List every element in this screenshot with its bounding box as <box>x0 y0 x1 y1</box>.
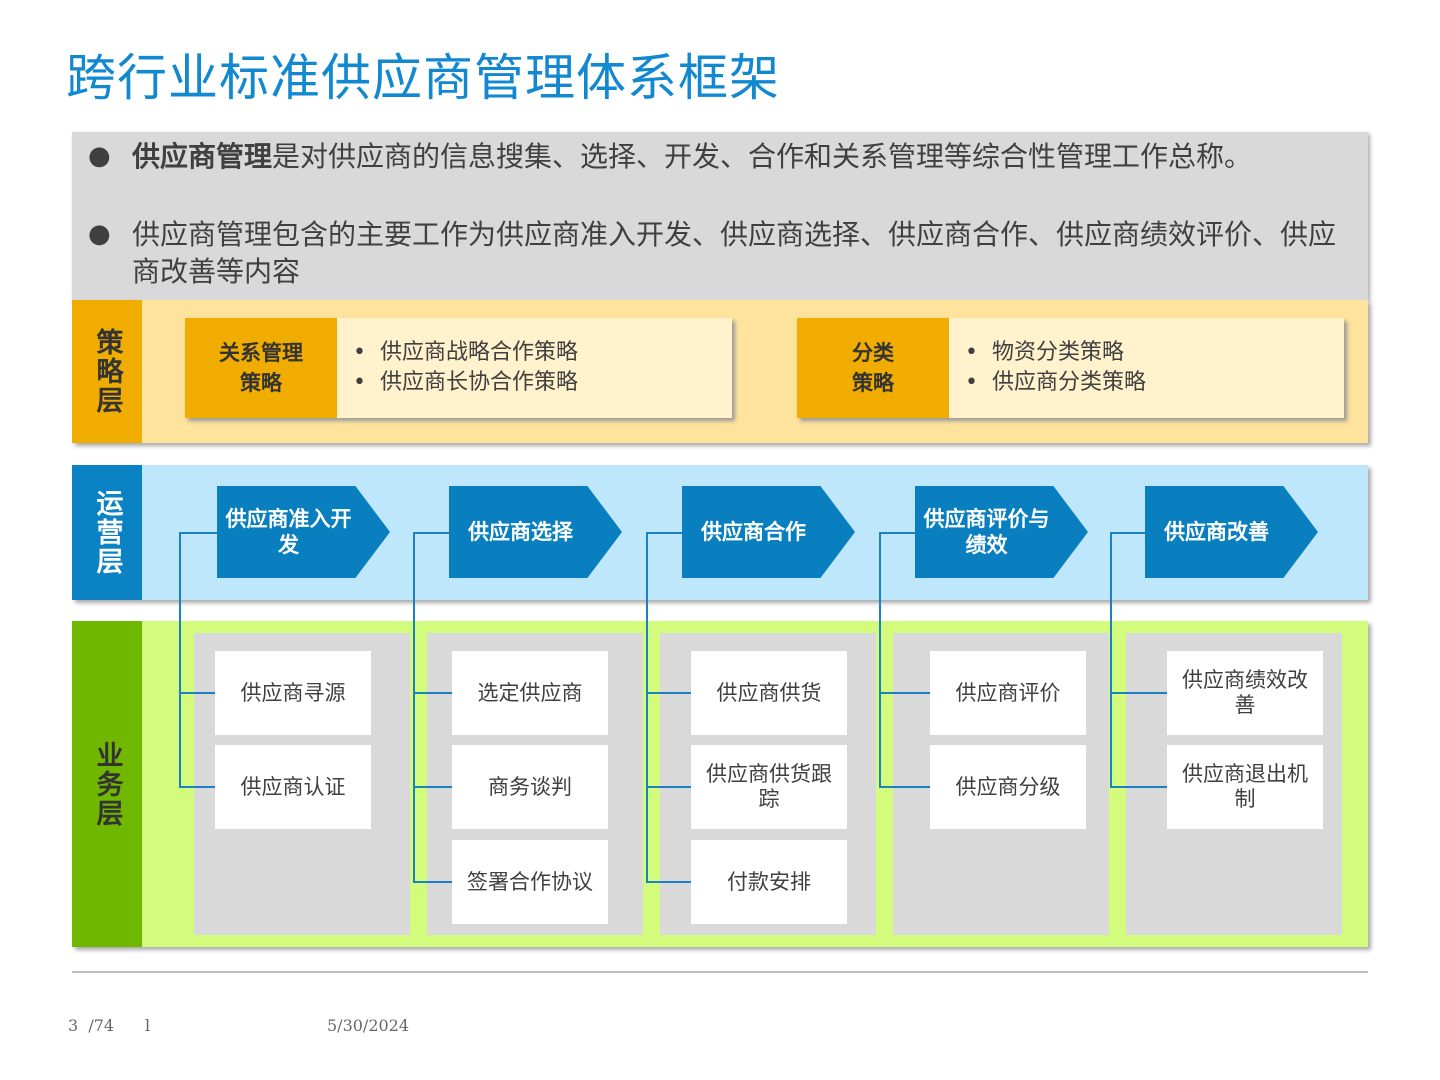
footer-divider <box>72 971 1368 973</box>
operations-label: 运营层 <box>72 465 142 600</box>
bullet-text: 是对供应商的信息搜集、选择、开发、合作和关系管理等综合性管理工作总称。 <box>272 140 1253 173</box>
connector-line <box>1110 532 1112 787</box>
business-task-box: 供应商退出机制 <box>1167 745 1323 829</box>
footer-date: 5/30/2024 <box>327 1016 410 1035</box>
connector-line <box>179 692 215 694</box>
page-title: 跨行业标准供应商管理体系框架 <box>66 49 780 107</box>
business-label: 业务层 <box>72 621 142 947</box>
connector-line <box>413 692 452 694</box>
connector-line <box>413 786 452 788</box>
business-task-label: 选定供应商 <box>477 680 583 705</box>
business-task-box: 选定供应商 <box>452 651 608 735</box>
bullet-icon: ● <box>88 219 111 249</box>
business-task-label: 供应商供货 <box>716 680 822 705</box>
business-task-label: 商务谈判 <box>488 774 572 799</box>
process-step-chevron: 供应商合作 <box>682 486 855 578</box>
page-number: 3 /74 <box>68 1016 114 1035</box>
footer-mark: l <box>145 1016 151 1035</box>
page-current: 3 <box>68 1016 79 1035</box>
business-task-box: 供应商认证 <box>215 745 371 829</box>
process-step-label: 供应商合作 <box>701 520 806 544</box>
business-task-label: 供应商绩效改善 <box>1182 668 1308 717</box>
business-task-label: 供应商认证 <box>240 774 346 799</box>
business-task-box: 签署合作协议 <box>452 840 608 924</box>
business-task-box: 供应商寻源 <box>215 651 371 735</box>
connector-line <box>179 532 181 787</box>
business-task-box: 付款安排 <box>691 840 847 924</box>
business-task-label: 供应商退出机制 <box>1182 762 1308 811</box>
business-task-box: 供应商分级 <box>930 745 1086 829</box>
process-step-label: 供应商评价与绩效 <box>923 507 1050 557</box>
strategy-item: 供应商长协合作策略 <box>353 368 578 398</box>
business-task-box: 供应商绩效改善 <box>1167 651 1323 735</box>
connector-line <box>413 532 449 534</box>
connector-line <box>1110 532 1145 534</box>
business-task-box: 商务谈判 <box>452 745 608 829</box>
page-total: /74 <box>88 1016 115 1035</box>
business-task-box: 供应商供货跟踪 <box>691 745 847 829</box>
connector-line <box>413 881 452 883</box>
business-task-label: 付款安排 <box>727 869 811 894</box>
business-task-box: 供应商评价 <box>930 651 1086 735</box>
intro-box: ● 供应商管理是对供应商的信息搜集、选择、开发、合作和关系管理等综合性管理工作总称… <box>72 132 1368 300</box>
process-step-chevron: 供应商评价与绩效 <box>915 486 1088 578</box>
process-step-chevron: 供应商改善 <box>1145 486 1318 578</box>
strategy-item: 供应商分类策略 <box>965 368 1146 398</box>
connector-line <box>1110 692 1167 694</box>
process-step-label: 供应商选择 <box>468 520 573 544</box>
bold-term: 供应商管理 <box>132 140 273 173</box>
business-task-label: 签署合作协议 <box>467 869 593 894</box>
strategy-box: 分类策略 物资分类策略供应商分类策略 <box>797 318 1344 418</box>
business-task-label: 供应商评价 <box>955 680 1061 705</box>
connector-line <box>179 532 217 534</box>
process-step-label: 供应商改善 <box>1164 520 1269 544</box>
connector-line <box>413 532 415 882</box>
intro-bullet-1: ● 供应商管理是对供应商的信息搜集、选择、开发、合作和关系管理等综合性管理工作总称… <box>88 138 1362 175</box>
connector-line <box>879 532 881 787</box>
business-task-box: 供应商供货 <box>691 651 847 735</box>
connector-line <box>646 532 648 882</box>
business-task-label: 供应商分级 <box>955 774 1061 799</box>
connector-line <box>646 786 691 788</box>
process-step-label: 供应商准入开发 <box>225 507 352 557</box>
strategy-box-head: 分类策略 <box>797 318 949 418</box>
bullet-text: 供应商管理包含的主要工作为供应商准入开发、供应商选择、供应商合作、供应商绩效评价… <box>132 218 1337 288</box>
strategy-box: 关系管理策略 供应商战略合作策略供应商长协合作策略 <box>185 318 732 418</box>
connector-line <box>646 532 682 534</box>
strategy-item: 供应商战略合作策略 <box>353 338 578 368</box>
connector-line <box>879 532 915 534</box>
strategy-item: 物资分类策略 <box>965 338 1146 368</box>
process-step-chevron: 供应商准入开发 <box>217 486 390 578</box>
connector-line <box>1110 786 1167 788</box>
strategy-box-head: 关系管理策略 <box>185 318 337 418</box>
connector-line <box>879 786 930 788</box>
business-task-label: 供应商寻源 <box>240 680 346 705</box>
strategy-label: 策略层 <box>72 300 142 443</box>
bullet-icon: ● <box>88 141 111 171</box>
connector-line <box>879 692 930 694</box>
intro-bullet-2: ● 供应商管理包含的主要工作为供应商准入开发、供应商选择、供应商合作、供应商绩效评… <box>88 216 1362 290</box>
process-step-chevron: 供应商选择 <box>449 486 622 578</box>
connector-line <box>179 786 215 788</box>
connector-line <box>646 692 691 694</box>
connector-line <box>646 881 691 883</box>
business-task-label: 供应商供货跟踪 <box>706 762 832 811</box>
